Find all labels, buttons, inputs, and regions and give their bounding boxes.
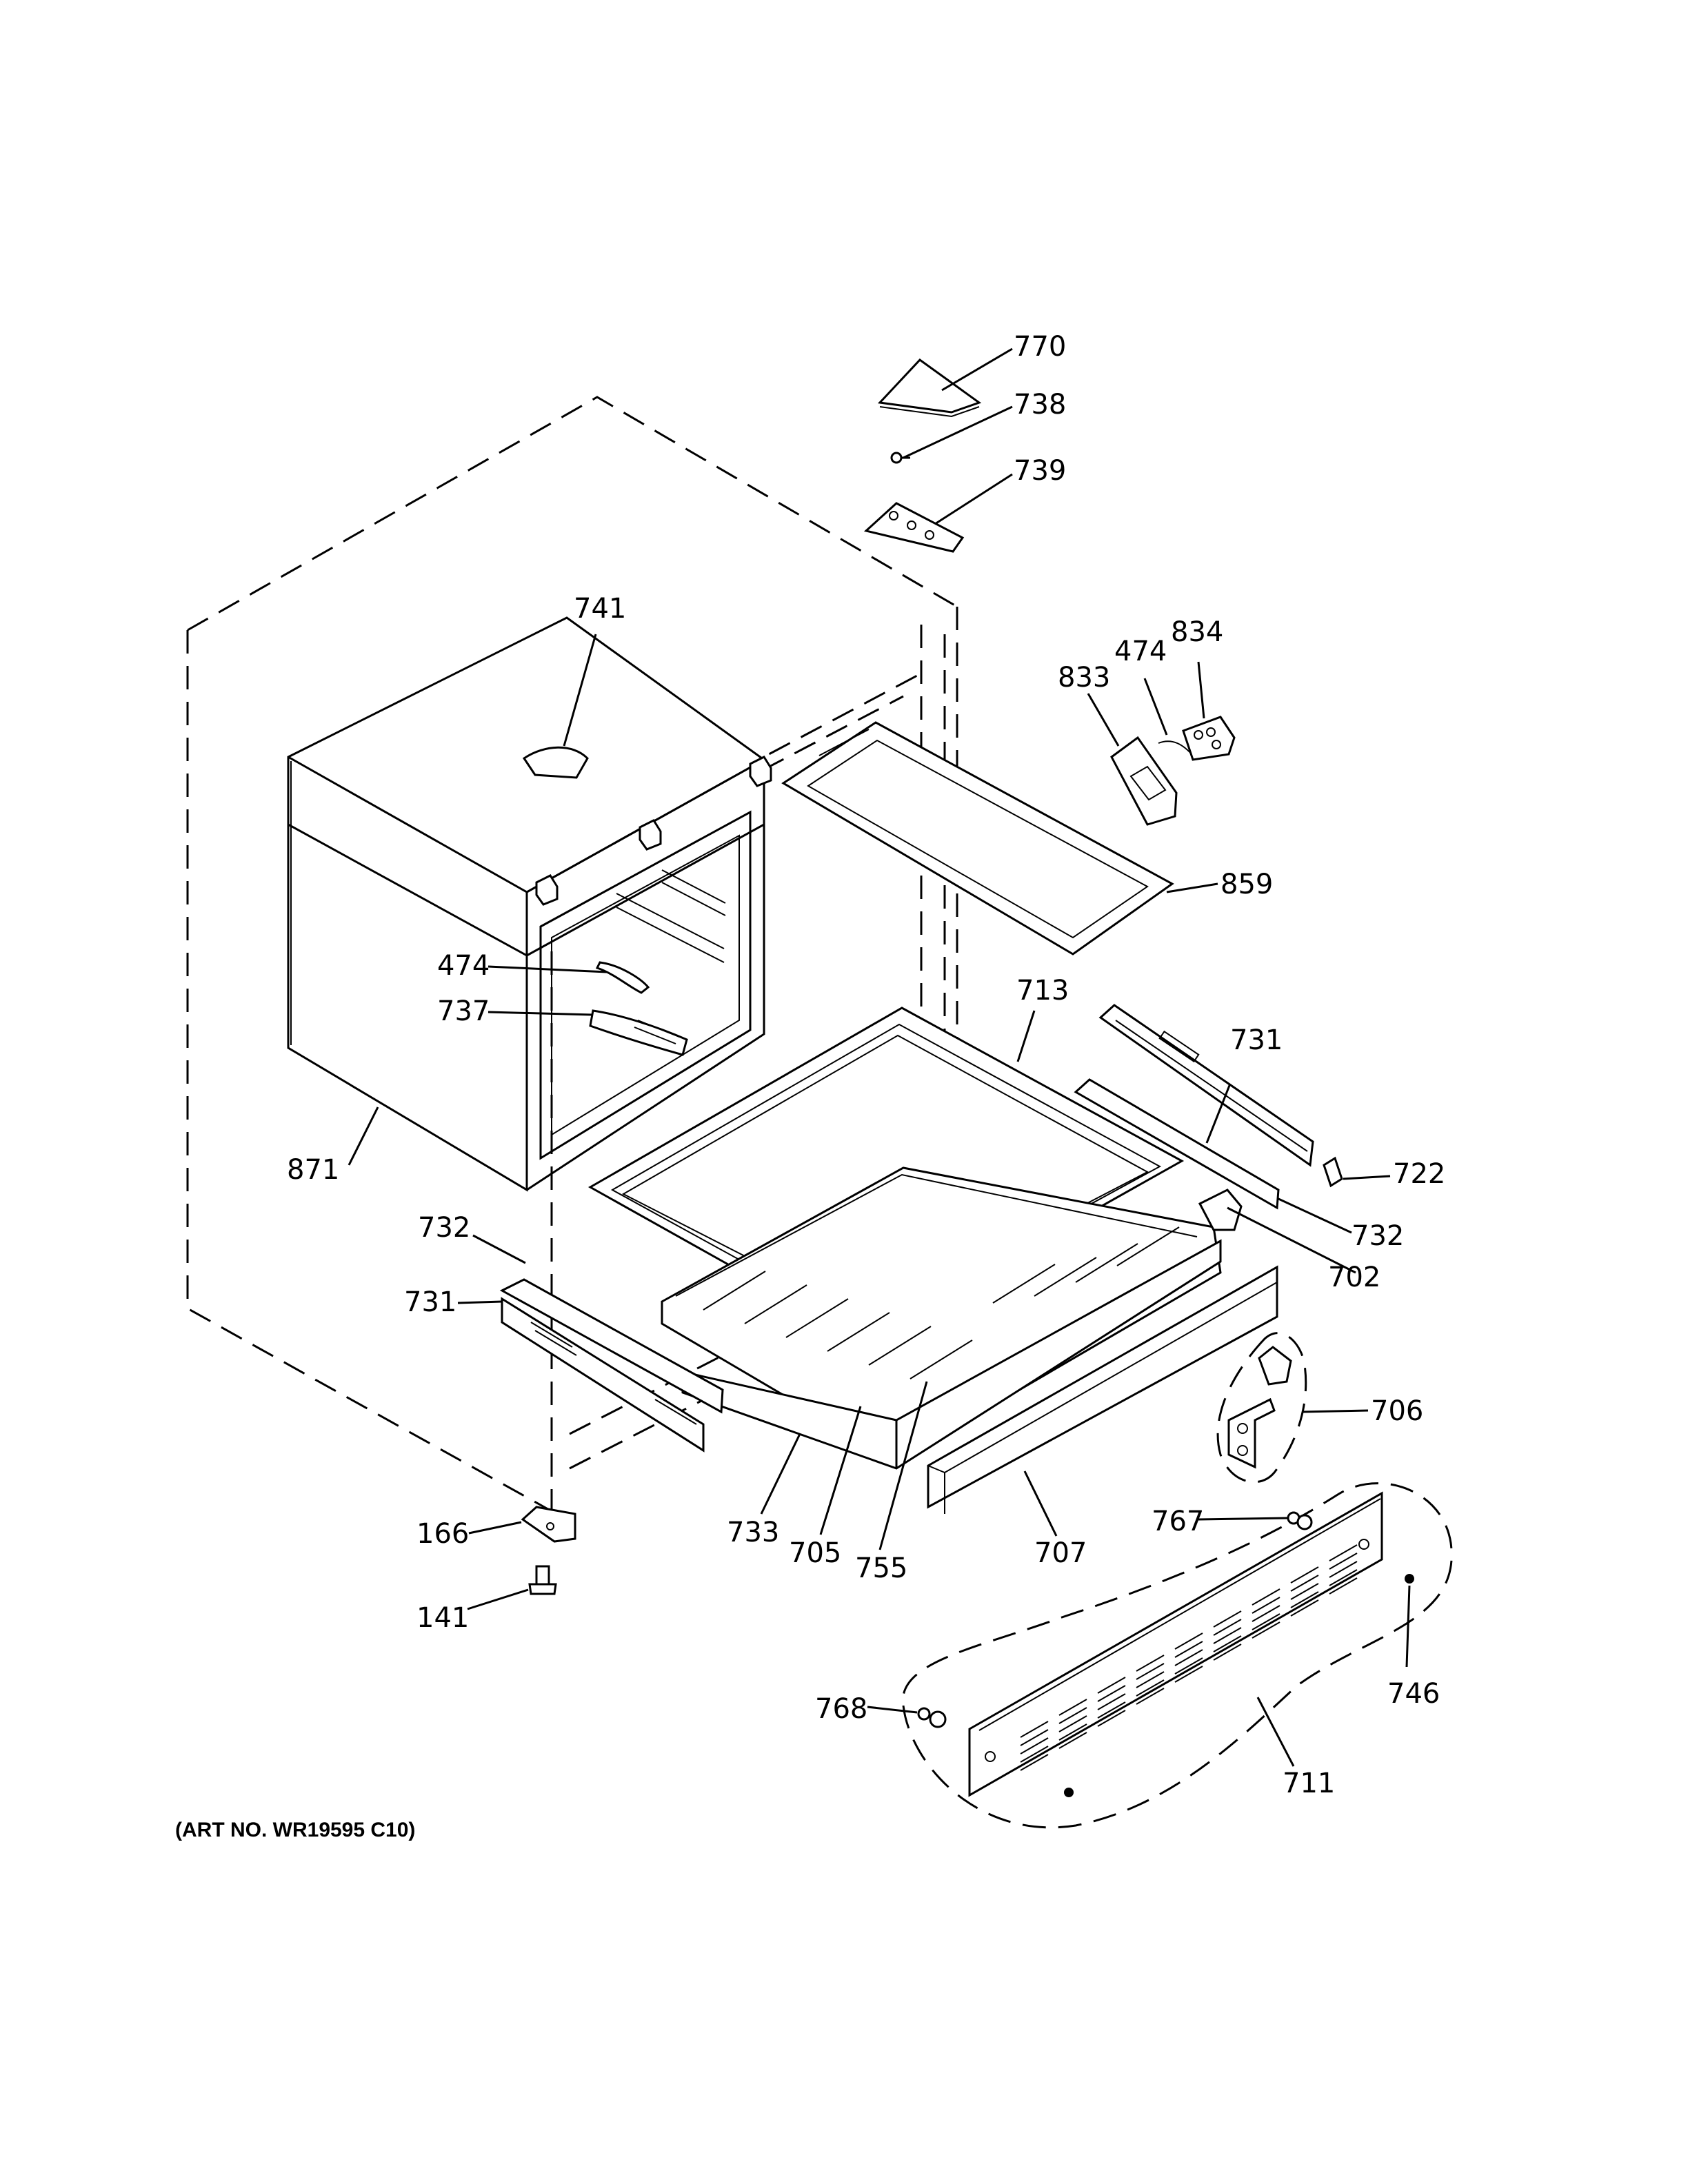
callout-833: 833 bbox=[1058, 662, 1110, 694]
grille-slot bbox=[1252, 1621, 1280, 1639]
callout-737: 737 bbox=[437, 995, 490, 1027]
grille-slot bbox=[1058, 1723, 1087, 1741]
grille-slot bbox=[1020, 1729, 1049, 1746]
callout-738: 738 bbox=[1014, 389, 1066, 421]
grille-slot bbox=[1097, 1710, 1126, 1727]
callout-732-right: 732 bbox=[1352, 1220, 1404, 1252]
callout-711: 711 bbox=[1283, 1768, 1335, 1799]
grille-slot bbox=[1020, 1746, 1049, 1763]
art-number-caption: (ART NO. WR19595 C10) bbox=[175, 1819, 415, 1841]
callout-706: 706 bbox=[1371, 1395, 1423, 1427]
grille-slot bbox=[1290, 1566, 1319, 1584]
callout-707: 707 bbox=[1034, 1537, 1087, 1569]
drawer-front-trim-part bbox=[927, 1265, 1278, 1514]
grille-slot bbox=[1290, 1599, 1319, 1617]
kick-plate-screw-part bbox=[1064, 1574, 1414, 1797]
callout-474-control: 474 bbox=[1114, 636, 1167, 667]
grille-slot bbox=[1058, 1732, 1087, 1749]
callout-770: 770 bbox=[1014, 331, 1066, 363]
glass-shelf-part bbox=[781, 721, 1174, 956]
grille-slot bbox=[1136, 1688, 1165, 1705]
grille-slot bbox=[1290, 1575, 1319, 1592]
callout-713: 713 bbox=[1016, 975, 1069, 1007]
kick-plate-grille-part bbox=[968, 1491, 1383, 1797]
grille-slot bbox=[1290, 1591, 1319, 1608]
grille-slot bbox=[1136, 1679, 1165, 1697]
callout-731-right: 731 bbox=[1230, 1024, 1283, 1056]
grille-slot bbox=[1136, 1671, 1165, 1688]
hinge-cover-part bbox=[877, 358, 982, 418]
callout-768: 768 bbox=[815, 1693, 867, 1725]
grille-slot bbox=[1058, 1715, 1087, 1732]
callout-733: 733 bbox=[727, 1517, 779, 1548]
grille-slot bbox=[1020, 1737, 1049, 1755]
grille-slot bbox=[1252, 1613, 1280, 1630]
grille-slot bbox=[1213, 1619, 1242, 1636]
callout-834: 834 bbox=[1171, 616, 1223, 648]
inner-liner-box bbox=[287, 616, 772, 1192]
callout-labels: 770 738 739 741 834 474 833 859 474 737 … bbox=[175, 331, 1445, 1841]
grille-slot bbox=[1136, 1663, 1165, 1680]
grille-slot bbox=[1213, 1644, 1242, 1661]
callout-166: 166 bbox=[416, 1518, 469, 1550]
callout-141: 141 bbox=[416, 1602, 469, 1634]
grille-slot bbox=[1174, 1657, 1203, 1675]
grille-slot bbox=[1136, 1655, 1165, 1672]
kick-plate-fastener-767 bbox=[1287, 1511, 1313, 1530]
leveling-bracket-part bbox=[521, 1506, 576, 1543]
grille-slot bbox=[1290, 1583, 1319, 1600]
callout-859: 859 bbox=[1220, 869, 1273, 900]
hinge-screw-part bbox=[890, 452, 910, 464]
grille-slot bbox=[1020, 1754, 1049, 1771]
grille-slot bbox=[1097, 1685, 1126, 1702]
grille-slot bbox=[1329, 1561, 1358, 1578]
right-drawer-slide-part bbox=[1074, 1004, 1343, 1210]
callout-731-left: 731 bbox=[404, 1286, 456, 1318]
grille-slot bbox=[1252, 1605, 1280, 1622]
drawer-bin-part bbox=[661, 1166, 1243, 1470]
callout-746: 746 bbox=[1387, 1678, 1440, 1710]
grille-slot bbox=[1174, 1632, 1203, 1650]
callout-739: 739 bbox=[1014, 455, 1066, 487]
callout-705: 705 bbox=[789, 1537, 841, 1569]
grille-slot bbox=[1213, 1610, 1242, 1628]
grille-slot bbox=[1058, 1707, 1087, 1724]
kick-plate-fastener-768 bbox=[917, 1707, 947, 1728]
grille-slot bbox=[1020, 1721, 1049, 1738]
callout-702: 702 bbox=[1328, 1262, 1380, 1293]
grille-slot bbox=[1329, 1544, 1358, 1561]
lower-hinge-part bbox=[1216, 1332, 1307, 1484]
grille-slot bbox=[1213, 1635, 1242, 1652]
callout-871: 871 bbox=[287, 1154, 339, 1186]
grille-slot bbox=[1097, 1693, 1126, 1710]
leveling-leg-part bbox=[528, 1565, 557, 1595]
grille-slot bbox=[1097, 1677, 1126, 1694]
grille-slot bbox=[1174, 1641, 1203, 1658]
grille-slot bbox=[1174, 1649, 1203, 1666]
grille-slot bbox=[1097, 1701, 1126, 1719]
grille-slot bbox=[1058, 1699, 1087, 1716]
callout-755: 755 bbox=[855, 1553, 907, 1584]
grille-slot bbox=[1329, 1569, 1358, 1586]
left-drawer-slide-part bbox=[499, 1278, 724, 1453]
grille-slot bbox=[1174, 1666, 1203, 1683]
leader-lines bbox=[348, 347, 1411, 1767]
callout-767: 767 bbox=[1152, 1506, 1204, 1537]
hinge-plate-part bbox=[863, 502, 965, 553]
callout-741: 741 bbox=[574, 593, 626, 625]
callout-732-left: 732 bbox=[418, 1212, 470, 1244]
callout-722: 722 bbox=[1393, 1158, 1445, 1190]
grille-slot bbox=[1213, 1627, 1242, 1644]
grille-slot bbox=[1329, 1553, 1358, 1570]
kick-plate-group-outline bbox=[902, 1482, 1453, 1829]
grille-slot bbox=[1329, 1577, 1358, 1595]
control-module-part bbox=[1110, 716, 1236, 826]
grille-slot bbox=[1252, 1597, 1280, 1614]
callout-474-liner: 474 bbox=[437, 950, 490, 982]
grille-slot bbox=[1252, 1588, 1280, 1606]
